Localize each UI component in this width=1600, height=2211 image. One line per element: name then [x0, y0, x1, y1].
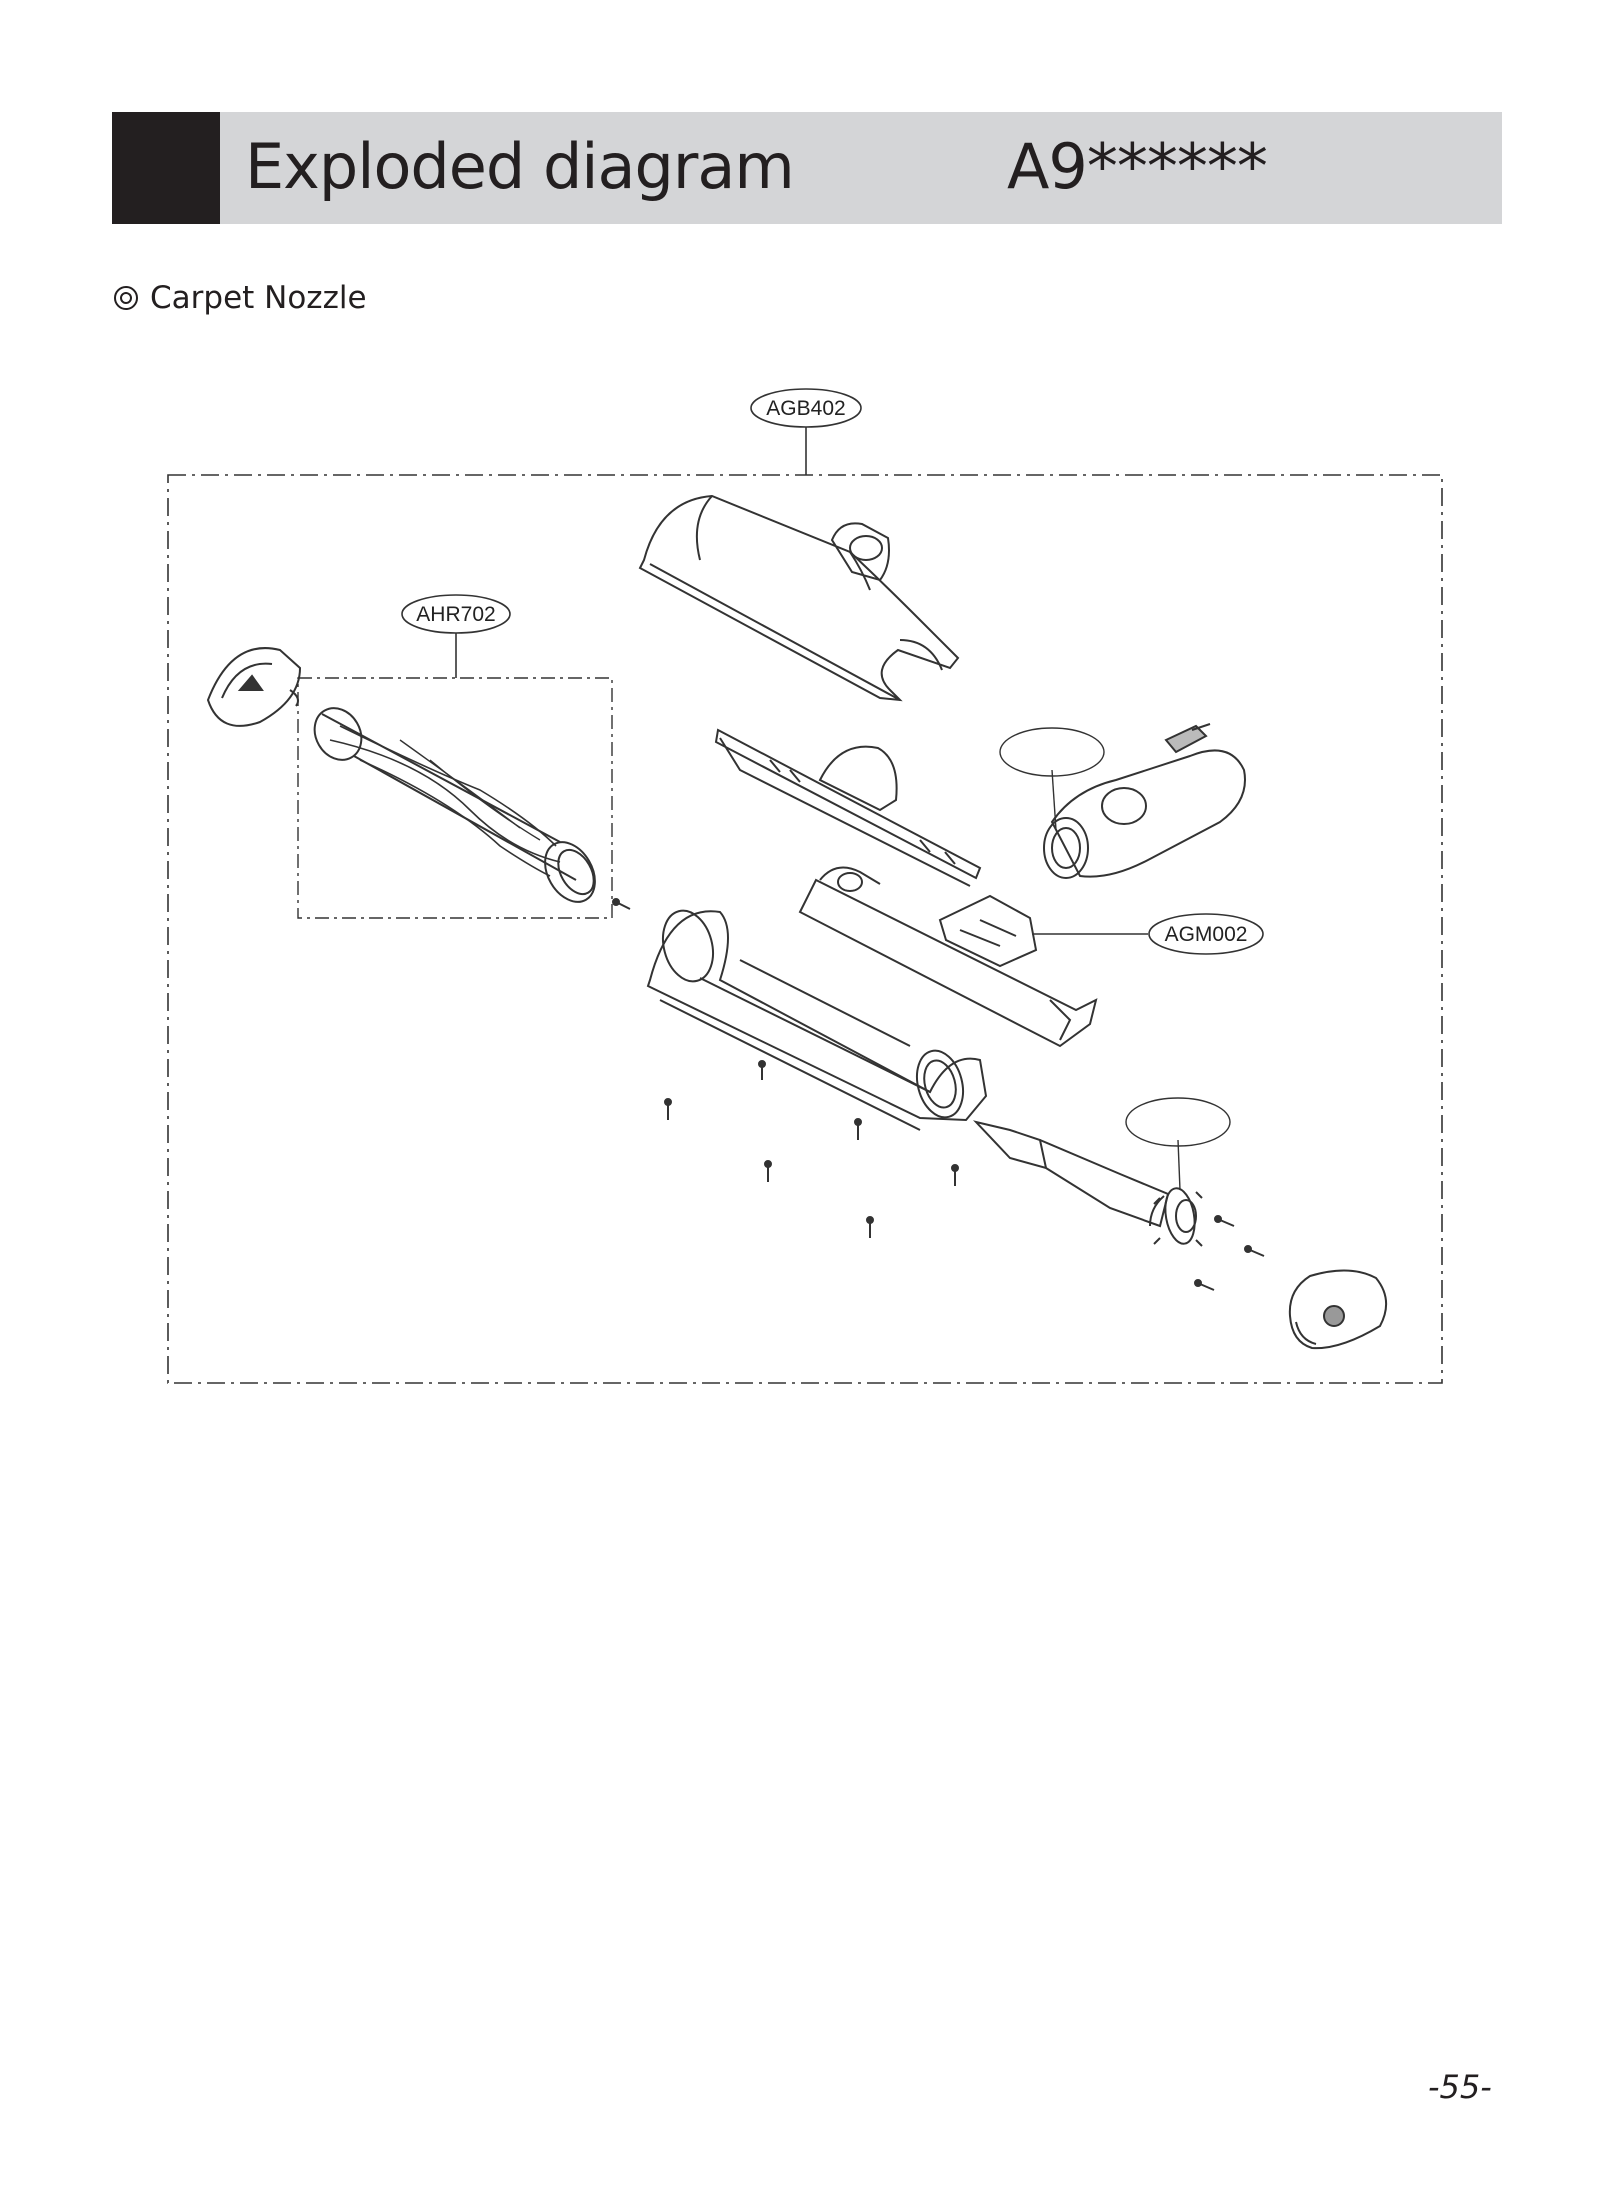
deflector-plate: [714, 728, 982, 887]
screws: [612, 898, 1265, 1291]
callout-brush-assembly: AHR702: [401, 594, 511, 634]
callout-label-motor-cover: AGM002: [1165, 923, 1248, 946]
double-circle-icon: [114, 286, 138, 310]
header-bar: Exploded diagram A9******: [112, 112, 1502, 224]
header-block: [112, 112, 220, 224]
assembly-boundary: [167, 474, 1443, 1384]
base-frame: [646, 909, 988, 1131]
callout-main-assembly: AGB402: [750, 388, 862, 428]
section-heading: Carpet Nozzle: [114, 280, 367, 316]
callout-ellipse: [1125, 1097, 1231, 1147]
model-number: A9******: [1007, 130, 1268, 203]
brush-roll: [313, 707, 596, 903]
drive-motor: [972, 1120, 1203, 1247]
section-title: Carpet Nozzle: [150, 280, 367, 316]
callout-motor-cover-assembly: AGM002: [1148, 913, 1264, 955]
callout-label-main: AGB402: [766, 397, 845, 420]
right-end-cap: [1288, 1269, 1387, 1350]
page-number: -55-: [1428, 2068, 1492, 2106]
left-end-cap: [206, 647, 302, 727]
page-title: Exploded diagram: [245, 130, 795, 203]
top-cover: [638, 494, 960, 702]
motor-cover: [798, 866, 1098, 1048]
callout-ellipse: [999, 727, 1105, 777]
callout-label-brush: AHR702: [416, 603, 495, 626]
neck-joint: [1043, 723, 1246, 879]
brush-assembly-boundary: [297, 677, 613, 919]
